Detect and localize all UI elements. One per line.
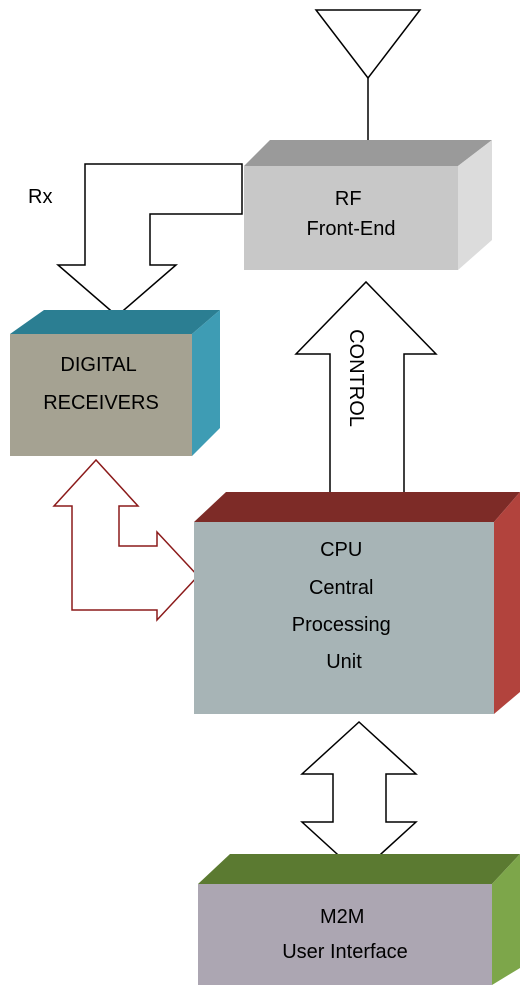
cpu-label-line4: Unit xyxy=(326,651,362,673)
svg-text:DIGITAL RECEIVERS: DIGITAL RECEIVERS xyxy=(43,354,159,414)
cpu-top-face xyxy=(194,492,520,522)
digital-receivers-label-line2: RECEIVERS xyxy=(43,392,159,414)
cpu-block: CPU Central Processing Unit xyxy=(194,492,520,714)
m2m-front-face xyxy=(198,884,492,985)
control-label: CONTROL xyxy=(345,329,367,427)
digital-receivers-block: DIGITAL RECEIVERS xyxy=(10,310,220,456)
rf-front-end-label-line2: Front-End xyxy=(307,218,396,240)
digital-receivers-side-face xyxy=(192,310,220,456)
rf-front-end-label-line1: RF xyxy=(335,188,362,210)
digital-receivers-top-face xyxy=(10,310,220,334)
digital-cpu-bidirectional-arrow xyxy=(52,458,200,622)
svg-text:RF Front-End: RF Front-End xyxy=(307,188,396,240)
control-arrow: CONTROL xyxy=(294,280,438,511)
cpu-label-line3: Processing xyxy=(292,614,391,636)
rx-label: Rx xyxy=(28,186,52,208)
rf-front-end-side-face xyxy=(458,140,492,270)
svg-text:M2M User Interface: M2M User Interface xyxy=(282,906,408,963)
m2m-side-face xyxy=(492,854,520,985)
cpu-front-face xyxy=(194,522,494,714)
m2m-user-interface-block: M2M User Interface xyxy=(198,854,520,985)
rf-front-end-block: RF Front-End xyxy=(244,140,492,270)
cpu-label-line2: Central xyxy=(309,577,373,599)
m2m-label-line2: User Interface xyxy=(282,941,408,963)
cpu-side-face xyxy=(494,492,520,714)
m2m-top-face xyxy=(198,854,520,884)
rx-arrow xyxy=(55,163,243,317)
cpu-m2m-bidirectional-arrow xyxy=(300,720,418,876)
rf-front-end-top-face xyxy=(244,140,492,166)
digital-receivers-front-face xyxy=(10,334,192,456)
m2m-label-line1: M2M xyxy=(320,906,364,928)
rf-front-end-front-face xyxy=(244,166,458,270)
digital-receivers-label-line1: DIGITAL xyxy=(60,354,136,376)
antenna-icon xyxy=(314,9,422,142)
cpu-label-line1: CPU xyxy=(320,539,362,561)
svg-text:CPU Central Proces: CPU Central Processing Unit xyxy=(292,539,397,673)
